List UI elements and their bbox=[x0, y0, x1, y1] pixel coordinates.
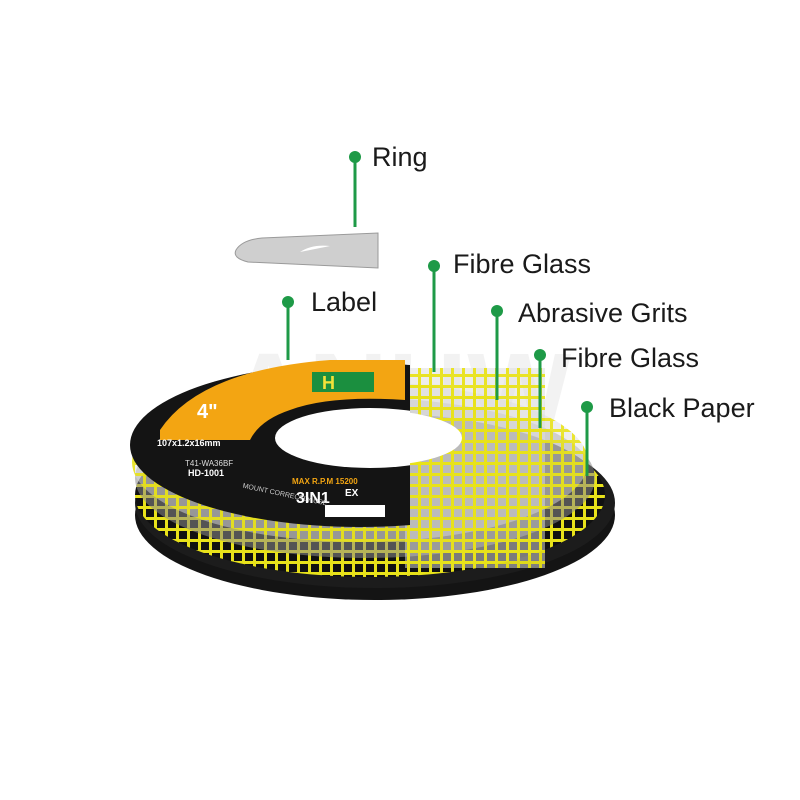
disc-brand: H bbox=[322, 373, 335, 393]
callout-dot-fibre-glass-top bbox=[428, 260, 440, 272]
disc-spec: T41-WA36BF bbox=[185, 459, 233, 468]
callouts bbox=[282, 151, 593, 476]
callout-label-ring: Ring bbox=[372, 142, 428, 172]
disc-model: HD-1001 bbox=[188, 468, 224, 478]
callout-dot-ring bbox=[349, 151, 361, 163]
callout-label-fibre-glass-top: Fibre Glass bbox=[453, 249, 591, 279]
disc-product: 3IN1 bbox=[296, 490, 330, 507]
disc-rpm: MAX R.P.M 15200 bbox=[292, 477, 358, 486]
disc-size: 4" bbox=[197, 401, 218, 423]
callout-label-abrasive-grits: Abrasive Grits bbox=[518, 298, 688, 328]
callout-dot-label bbox=[282, 296, 294, 308]
callout-dot-black-paper bbox=[581, 401, 593, 413]
callout-label-label: Label bbox=[311, 287, 377, 317]
disc-dimensions: 107x1.2x16mm bbox=[157, 438, 221, 448]
callout-dot-fibre-glass-bottom bbox=[534, 349, 546, 361]
barcode bbox=[325, 505, 385, 517]
callout-dot-abrasive-grits bbox=[491, 305, 503, 317]
callout-label-black-paper: Black Paper bbox=[609, 393, 755, 423]
center-hole bbox=[278, 410, 462, 466]
disc-product-suffix: EX bbox=[345, 488, 359, 499]
ring-part bbox=[234, 232, 379, 269]
callout-label-fibre-glass-bottom: Fibre Glass bbox=[561, 343, 699, 373]
